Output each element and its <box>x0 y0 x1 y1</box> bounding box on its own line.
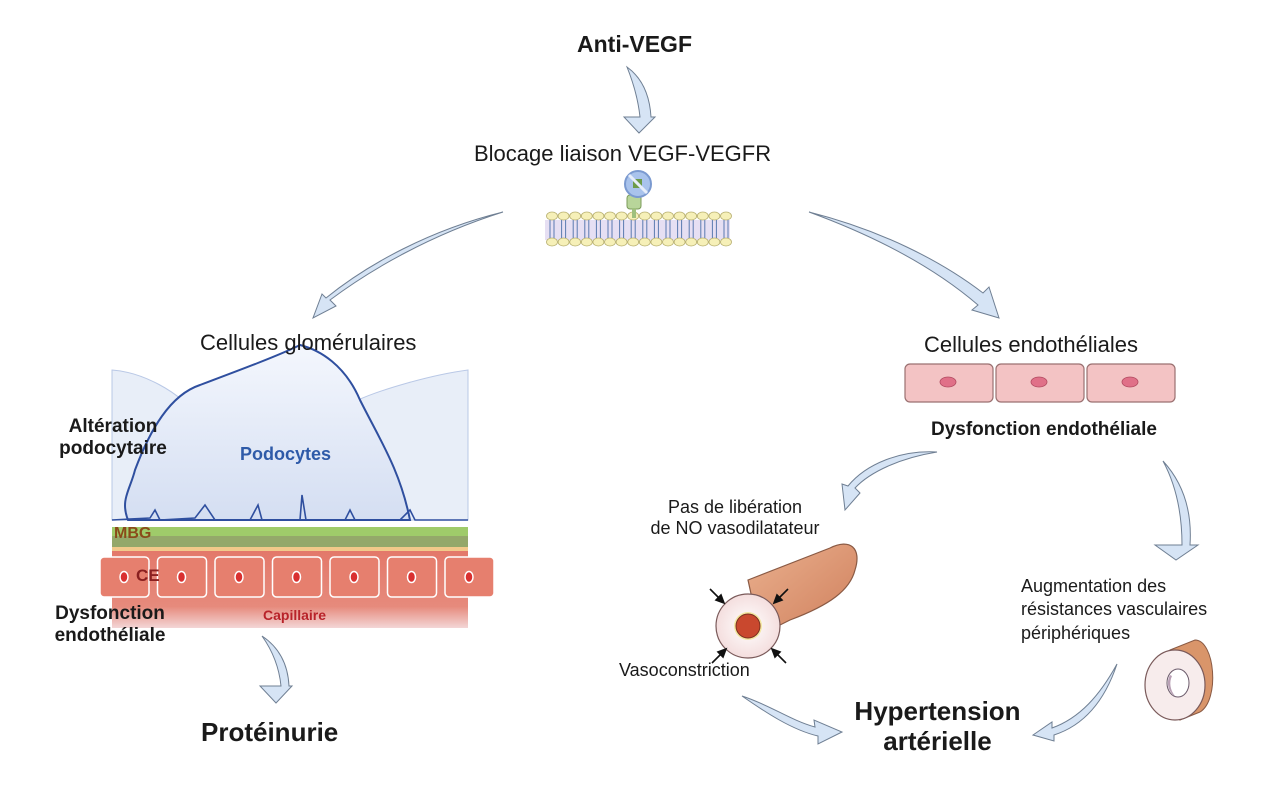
outcome-hypertension-line1: Hypertension <box>854 696 1021 726</box>
label-no-release-line2: de NO vasodilatateur <box>650 517 820 538</box>
outcome-hypertension-line2: artérielle <box>883 725 992 756</box>
cell-nucleus <box>349 570 359 584</box>
phospholipid-tail <box>700 220 706 238</box>
label-endothelial-dysfunction-left-line1: Dysfonction <box>55 603 165 624</box>
phospholipid-head <box>580 211 593 221</box>
phospholipid-head <box>662 211 674 221</box>
label-endothelial-dysfunction-left: Dysfonction endothéliale <box>40 603 180 647</box>
phospholipid-tail <box>642 220 648 238</box>
blood-vessel-icon <box>709 543 858 664</box>
label-endothelial-dysfunction-right: Dysfonction endothéliale <box>931 419 1157 440</box>
cell-nucleus <box>939 376 957 388</box>
label-peripheral-resistance: Augmentation des résistances vasculaires… <box>1021 575 1207 645</box>
phospholipid-head <box>673 211 686 221</box>
phospholipid-tail <box>723 220 729 238</box>
label-capillaire: Capillaire <box>263 607 327 623</box>
phospholipid-head <box>708 211 721 221</box>
label-podocytes: Podocytes <box>240 444 332 464</box>
heading-endothelial-cells: Cellules endothéliales <box>924 332 1139 357</box>
label-podocyte-alteration-line1: Altération <box>68 416 158 437</box>
arrow-resistance-to-hypertension <box>1031 663 1118 742</box>
label-podocyte-alteration-line2: podocytaire <box>59 437 167 459</box>
cell-nucleus <box>406 570 417 584</box>
phospholipid-head <box>592 237 605 247</box>
phospholipid-tail <box>572 220 578 238</box>
phospholipid-tail <box>677 220 683 238</box>
phospholipid-head <box>557 237 570 247</box>
phospholipid-head <box>685 237 698 247</box>
phospholipid-head <box>569 211 582 221</box>
phospholipid-tail <box>561 220 567 238</box>
outcome-hypertension: Hypertension artérielle <box>845 696 1030 757</box>
vessel-cross-section-icon <box>1144 639 1214 721</box>
phospholipid-head <box>720 237 732 247</box>
phospholipid-tail <box>711 220 717 238</box>
label-vasoconstriction: Vasoconstriction <box>619 660 750 680</box>
phospholipid-head <box>650 211 663 221</box>
phospholipid-tail <box>630 220 636 238</box>
cell-nucleus <box>464 570 474 584</box>
phospholipid-tail <box>619 220 625 238</box>
heading-glomerular-cells: Cellules glomérulaires <box>200 330 417 355</box>
phospholipid-tail <box>584 220 590 238</box>
label-mbg: MBG <box>114 525 152 542</box>
phospholipid-head <box>592 211 605 221</box>
phospholipid-head <box>627 237 640 247</box>
phospholipid-head <box>685 211 698 221</box>
phospholipid-head <box>604 211 616 221</box>
glomerular-illustration <box>99 343 495 628</box>
arrow-vasoconstriction-to-hypertension <box>741 695 844 745</box>
cell-nucleus <box>176 570 187 584</box>
phospholipid-head <box>615 237 628 247</box>
label-endothelial-dysfunction-left-line2: endothéliale <box>54 624 166 646</box>
arrow-to-glomerular-cells <box>312 211 504 320</box>
phospholipid-head <box>708 237 721 247</box>
label-ce: CE <box>136 566 160 585</box>
cell-nucleus <box>1030 376 1048 388</box>
label-peripheral-resistance-line2: résistances vasculaires <box>1021 599 1208 620</box>
phospholipid-head <box>546 237 558 247</box>
phospholipid-head <box>638 211 651 221</box>
subtitle-blocage: Blocage liaison VEGF-VEGFR <box>474 141 772 166</box>
phospholipid-tail <box>653 220 659 238</box>
podocyte-cell <box>124 343 412 521</box>
phospholipid-head <box>720 211 732 221</box>
phospholipid-tail <box>665 220 671 238</box>
cell-nucleus <box>119 570 129 584</box>
phospholipid-head <box>580 237 593 247</box>
phospholipid-tail <box>595 220 601 238</box>
phospholipid-head <box>638 237 651 247</box>
phospholipid-head <box>615 211 628 221</box>
label-podocyte-alteration: Altération podocytaire <box>58 416 168 460</box>
phospholipid-tail <box>688 220 694 238</box>
outcome-proteinurie: Protéinurie <box>201 717 339 747</box>
phospholipid-tail <box>607 220 613 238</box>
cell-nucleus <box>291 570 302 584</box>
phospholipid-head <box>557 211 570 221</box>
cell-nucleus <box>234 570 244 584</box>
arrow-anti-vegf-to-blocage <box>622 65 657 134</box>
phospholipid-head <box>604 237 616 247</box>
cell-nucleus <box>1121 376 1139 388</box>
label-peripheral-resistance-line3: périphériques <box>1021 622 1131 643</box>
title-anti-vegf: Anti-VEGF <box>577 31 692 57</box>
label-no-release-line1: Pas de libération <box>667 497 803 517</box>
arrow-to-endothelial-cells <box>808 211 1000 319</box>
phospholipid-head <box>662 237 674 247</box>
label-no-release: Pas de libération de NO vasodilatateur <box>630 497 840 538</box>
phospholipid-head <box>673 237 686 247</box>
phospholipid-head <box>569 237 582 247</box>
phospholipid-tail <box>549 220 555 238</box>
phospholipid-head <box>696 237 709 247</box>
cell-membrane-receptor-icon <box>545 170 732 247</box>
phospholipid-head <box>546 211 558 221</box>
constriction-arrows <box>709 588 789 664</box>
phospholipid-head <box>696 211 709 221</box>
label-peripheral-resistance-line1: Augmentation des <box>1021 576 1167 596</box>
arrow-to-no-release <box>841 451 938 512</box>
arrow-to-resistance <box>1153 460 1200 561</box>
endothelial-cells-illustration <box>904 363 1176 403</box>
arrow-to-proteinurie <box>258 635 294 704</box>
phospholipid-head <box>650 237 663 247</box>
